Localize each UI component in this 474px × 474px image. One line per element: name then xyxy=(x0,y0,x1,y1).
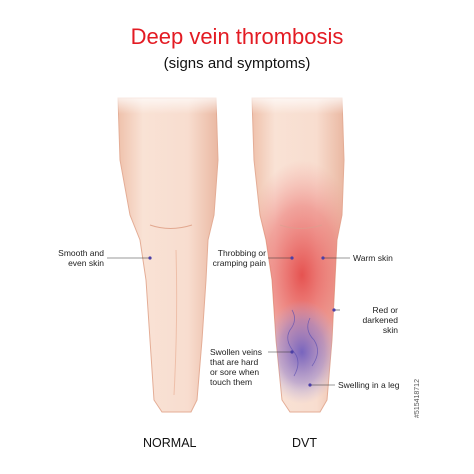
label-line: skin xyxy=(382,325,398,335)
label-line: Warm skin xyxy=(353,253,393,263)
label-warm-skin: Warm skin xyxy=(353,253,423,263)
label-line: Swelling in a leg xyxy=(338,380,400,390)
dvt-knee-line xyxy=(279,224,323,229)
label-line: Swollen veins xyxy=(210,347,262,357)
label-red-skin: Red or darkened skin xyxy=(340,305,398,335)
pointer-lines xyxy=(107,257,350,386)
normal-shin-line xyxy=(173,249,178,396)
normal-leg xyxy=(117,97,219,413)
label-line: darkened xyxy=(362,315,398,325)
stock-watermark: #515418712 xyxy=(414,330,470,470)
label-line: touch them xyxy=(210,377,253,387)
caption-normal: NORMAL xyxy=(143,436,197,450)
label-line: or sore when xyxy=(210,367,260,377)
label-swelling: Swelling in a leg xyxy=(338,380,428,390)
label-line: Red or xyxy=(372,305,398,315)
label-throbbing-pain: Throbbing or cramping pain xyxy=(196,248,266,268)
label-line: that are hard xyxy=(210,357,259,367)
label-line: Throbbing or xyxy=(217,248,266,258)
normal-knee-line xyxy=(149,224,193,229)
watermark-text: #515418712 xyxy=(413,379,421,418)
caption-dvt: DVT xyxy=(292,436,317,450)
label-swollen-veins: Swollen veins that are hard or sore when… xyxy=(210,347,280,387)
label-line: Smooth and xyxy=(58,248,104,258)
diagram-title: Deep vein thrombosis xyxy=(130,24,344,49)
label-smooth-skin: Smooth and even skin xyxy=(40,248,104,268)
label-line: cramping pain xyxy=(212,258,266,268)
pointer-dots xyxy=(148,256,336,387)
label-line: even skin xyxy=(68,258,104,268)
bruise-area xyxy=(264,300,340,404)
diagram-subtitle: (signs and symptoms) xyxy=(163,55,311,72)
swollen-veins xyxy=(287,309,318,377)
